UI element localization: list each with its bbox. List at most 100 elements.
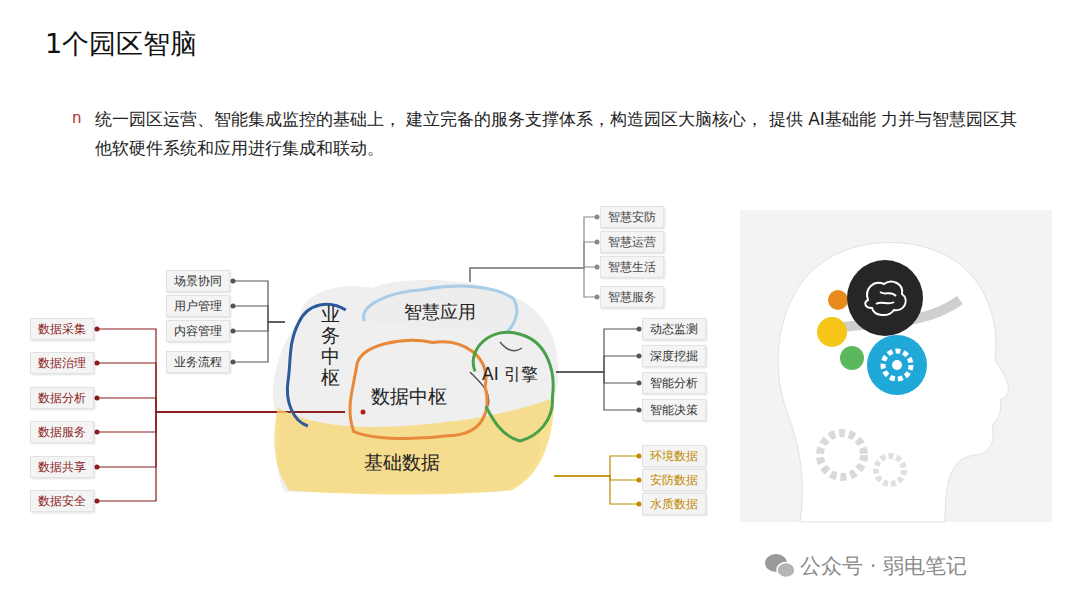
- list-box: 场景协同: [166, 270, 230, 292]
- list-box: 深度挖掘: [642, 345, 706, 367]
- list-label: 智慧运营: [608, 235, 656, 249]
- list-box: 用户管理: [166, 295, 230, 317]
- junction-dot: [595, 295, 600, 300]
- list-box: 业务流程: [166, 351, 230, 373]
- picture-ground: [740, 210, 1052, 522]
- list-label: 数据共享: [38, 460, 86, 474]
- brain-region: 智慧应用: [358, 282, 520, 338]
- junction-dot: [637, 478, 642, 483]
- junction-dot: [95, 327, 100, 332]
- list-box: 数据分析: [30, 387, 94, 409]
- list-label: 智慧安防: [608, 210, 656, 224]
- junction-dot: [637, 502, 642, 507]
- list-box: 数据治理: [30, 352, 94, 374]
- junction-dot: [637, 454, 642, 459]
- bracket-connector: [556, 329, 639, 372]
- region-label: 数据中枢: [371, 384, 447, 410]
- gear-grey: [876, 456, 904, 484]
- list-label: 智能分析: [650, 376, 698, 390]
- list-box: 智慧安防: [600, 206, 664, 228]
- region-outline: [287, 304, 345, 426]
- list-box: 安防数据: [642, 469, 706, 491]
- watermark: 公众号 · 弱电笔记: [800, 552, 967, 580]
- list-box: 智能分析: [642, 372, 706, 394]
- gear-grey: [820, 433, 864, 477]
- bracket-connector: [233, 306, 285, 322]
- list-box: 数据安全: [30, 490, 94, 512]
- list-label: 深度挖掘: [650, 349, 698, 363]
- gear-white: [883, 351, 911, 379]
- junction-dot: [637, 381, 642, 386]
- list-label: 数据采集: [38, 322, 86, 336]
- region-label: 基础数据: [364, 450, 440, 476]
- region-label: 智慧应用: [404, 300, 476, 324]
- brain-region: AI 引擎: [466, 325, 556, 441]
- list-label: 数据服务: [38, 425, 86, 439]
- junction-dot: [595, 215, 600, 220]
- bracket-connector: [97, 398, 345, 412]
- list-box: 智慧生活: [600, 256, 664, 278]
- list-box: 内容管理: [166, 320, 230, 342]
- list-label: 安防数据: [650, 473, 698, 487]
- list-box: 环境数据: [642, 445, 706, 467]
- brain-region: 数据中枢: [345, 334, 491, 440]
- gear-orange: [828, 290, 848, 310]
- bracket-connector: [470, 267, 597, 282]
- list-box: 数据服务: [30, 421, 94, 443]
- list-box: 数据共享: [30, 456, 94, 478]
- junction-dot: [595, 265, 600, 270]
- bulb-yellow: [817, 317, 847, 347]
- junction-dot: [637, 408, 642, 413]
- junction-dot: [231, 279, 236, 284]
- list-box: 智慧运营: [600, 231, 664, 253]
- bracket-connector: [233, 322, 285, 331]
- bullet-mark: n: [72, 109, 82, 127]
- list-label: 数据治理: [38, 356, 86, 370]
- junction-dot: [637, 327, 642, 332]
- head-silhouette: [778, 242, 1008, 522]
- list-label: 场景协同: [174, 274, 222, 288]
- list-label: 智慧服务: [608, 290, 656, 304]
- gear-blue: [867, 335, 927, 395]
- bracket-connector: [470, 242, 597, 282]
- list-label: 数据分析: [38, 391, 86, 405]
- junction-dot: [595, 240, 600, 245]
- list-label: 环境数据: [650, 449, 698, 463]
- bracket-connector: [556, 372, 639, 383]
- junction-dot: [95, 361, 100, 366]
- junction-dot: [231, 329, 236, 334]
- junction-dot: [231, 360, 236, 365]
- region-label: 业务中枢: [321, 304, 340, 388]
- bracket-connector: [556, 372, 639, 410]
- junction-dot: [95, 465, 100, 470]
- region-label: AI 引擎: [482, 363, 538, 386]
- list-box: 动态监测: [642, 318, 706, 340]
- list-label: 智慧生活: [608, 260, 656, 274]
- list-label: 水质数据: [650, 497, 698, 511]
- list-label: 智能决策: [650, 403, 698, 417]
- list-label: 内容管理: [174, 324, 222, 338]
- list-label: 数据安全: [38, 494, 86, 508]
- list-label: 业务流程: [174, 355, 222, 369]
- brain-icon: [865, 282, 905, 315]
- page-title: 1个园区智脑: [45, 26, 197, 62]
- region-outline: [364, 286, 517, 332]
- junction-dot: [231, 304, 236, 309]
- list-label: 用户管理: [174, 299, 222, 313]
- list-box: 数据采集: [30, 318, 94, 340]
- junction-dot: [95, 430, 100, 435]
- bracket-connector: [233, 281, 285, 322]
- junction-dot: [95, 396, 100, 401]
- bracket-connector: [470, 217, 597, 282]
- bracket-connector: [233, 322, 285, 362]
- region-outline: [473, 332, 553, 441]
- list-box: 智能决策: [642, 399, 706, 421]
- bracket-connector: [554, 456, 639, 476]
- region-outline: [350, 340, 487, 438]
- junction-dot: [637, 354, 642, 359]
- bracket-connector: [554, 476, 639, 504]
- intro-text: 统一园区运营、智能集成监控的基础上， 建立完备的服务支撑体系，构造园区大脑核心，…: [95, 105, 1025, 163]
- list-box: 水质数据: [642, 493, 706, 515]
